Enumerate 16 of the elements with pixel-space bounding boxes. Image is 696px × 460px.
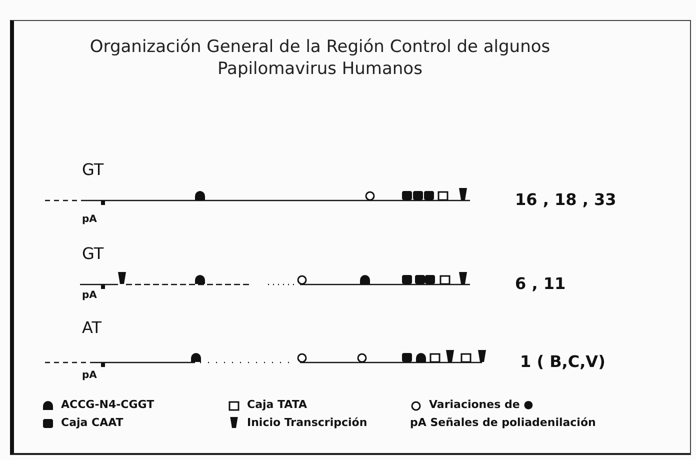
legend-text: ACCG-N4-CGGT <box>61 398 154 411</box>
sequence-label: GT <box>82 160 104 179</box>
diagram-title: Organización General de la Región Control de algunos Papilomavirus Humanos <box>88 36 552 80</box>
sequence-label: 16 , 18 , 33 <box>515 190 616 209</box>
legend-text: Caja CAAT <box>61 416 124 429</box>
legend-text: pA Señales de poliadenilación <box>410 416 596 429</box>
sequence-label: GT <box>82 244 104 263</box>
signal-label: pA <box>82 214 97 225</box>
sequence-label: AT <box>82 318 102 337</box>
signal-label: pA <box>82 370 97 381</box>
legend-text: Caja TATA <box>247 398 307 411</box>
legend-text: Variaciones de ● <box>429 398 534 411</box>
legend-text: Inicio Transcripción <box>247 416 368 429</box>
sequence-label: 1 ( B,C,V) <box>520 352 606 371</box>
signal-label: pA <box>82 290 97 301</box>
sequence-label: 6 , 11 <box>515 274 566 293</box>
